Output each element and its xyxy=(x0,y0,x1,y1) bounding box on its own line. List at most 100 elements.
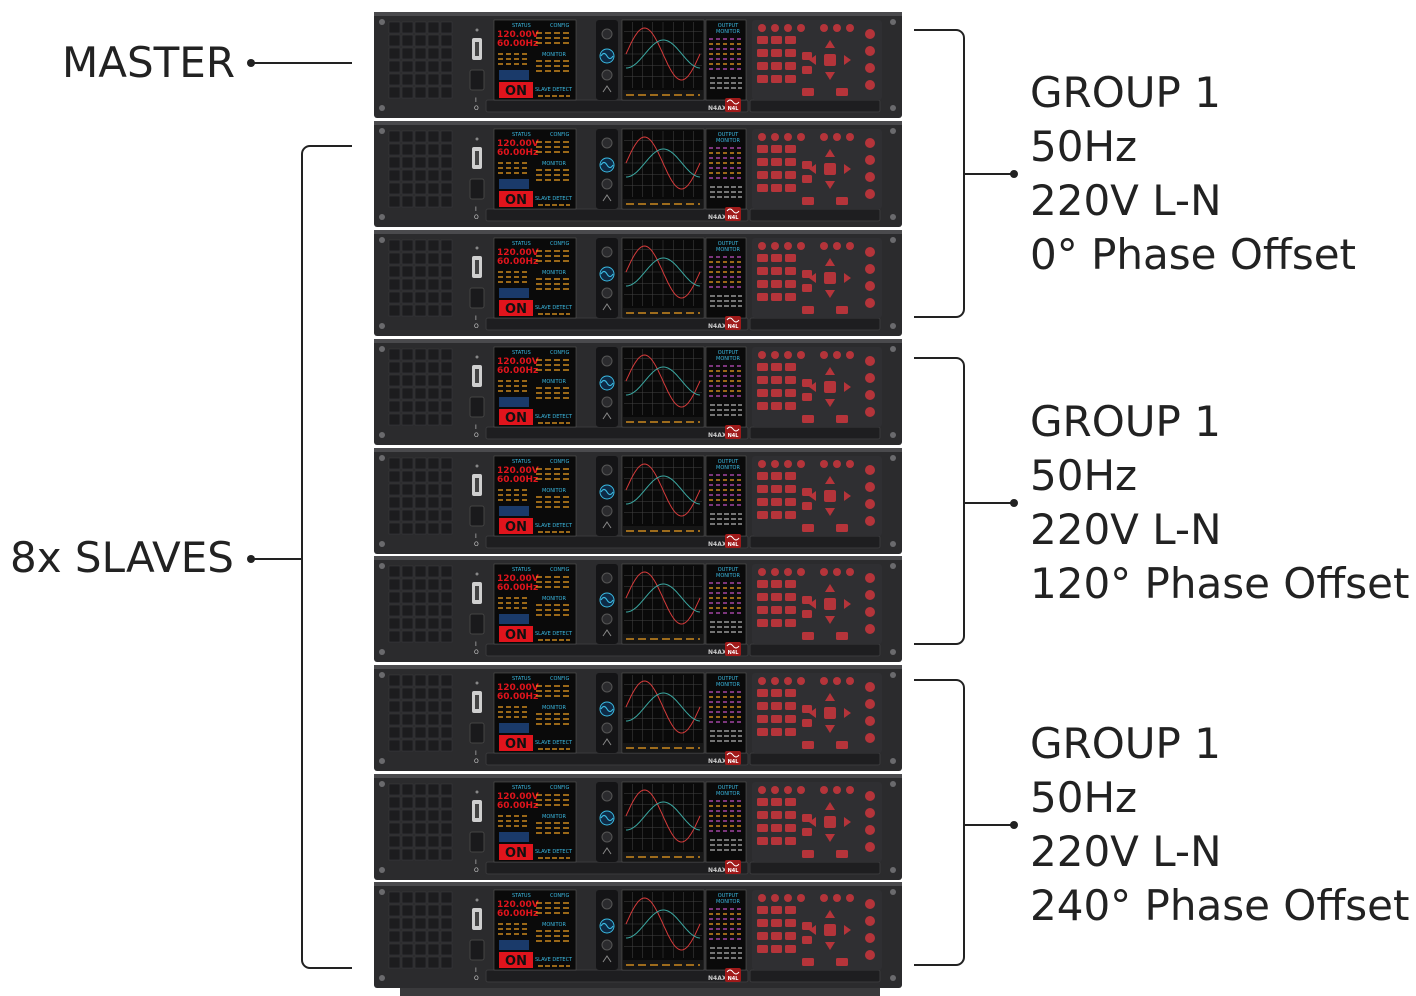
key-button xyxy=(833,894,841,902)
arrow-down-icon xyxy=(825,834,835,842)
usb-slot xyxy=(475,42,479,56)
vent-cell xyxy=(414,496,427,509)
on-indicator xyxy=(499,626,533,642)
screw-icon xyxy=(890,563,896,569)
vent-cell xyxy=(414,73,427,86)
screw-icon xyxy=(379,758,385,764)
voltage-trace xyxy=(625,136,701,190)
vent-cell xyxy=(414,252,427,265)
vent-cell xyxy=(414,348,427,361)
numeric-key xyxy=(771,280,782,288)
press-home-box xyxy=(499,940,529,950)
key-button xyxy=(820,351,828,359)
numeric-key xyxy=(785,580,796,588)
vent-cell xyxy=(427,400,440,413)
usb-slot xyxy=(475,586,479,600)
brand-label: N4AX xyxy=(708,758,727,765)
vent-cell xyxy=(401,796,414,809)
vent-cell xyxy=(440,604,453,617)
vent-cell xyxy=(440,21,453,34)
vent-cell xyxy=(440,291,453,304)
function-key xyxy=(865,189,875,199)
wave-icon xyxy=(602,194,612,202)
group-1-dot xyxy=(1010,170,1018,178)
dc-icon xyxy=(601,178,613,190)
wave-icon xyxy=(602,629,612,637)
n4l-logo-icon xyxy=(725,534,741,548)
on-indicator xyxy=(499,191,533,207)
numeric-key xyxy=(757,702,768,710)
config-title: CONFIG xyxy=(550,567,570,573)
group-1-label: GROUP 1 50Hz 220V L-N 0° Phase Offset xyxy=(1030,66,1356,282)
vent-cell xyxy=(427,182,440,195)
power-switch-off-mark: O xyxy=(474,975,479,982)
led-indicator xyxy=(475,28,479,32)
function-key xyxy=(865,390,875,400)
output-subtitle: MONITOR xyxy=(716,682,740,688)
enter-key xyxy=(824,816,836,828)
vent-cell xyxy=(440,73,453,86)
numeric-key xyxy=(785,702,796,710)
vent-cell xyxy=(427,713,440,726)
logo-text: N4L xyxy=(728,433,740,439)
function-key xyxy=(865,138,875,148)
key-button xyxy=(833,351,841,359)
numeric-key xyxy=(785,472,796,480)
numeric-key xyxy=(785,728,796,736)
vent-cell xyxy=(427,930,440,943)
vent-cell xyxy=(401,182,414,195)
keypad-strip xyxy=(749,208,881,222)
wave-icon xyxy=(602,303,612,311)
aux-button xyxy=(469,831,485,853)
numeric-key xyxy=(771,945,782,953)
vent-cell xyxy=(427,73,440,86)
numeric-key xyxy=(757,811,768,819)
vent-cell xyxy=(401,86,414,99)
vent-cell xyxy=(414,265,427,278)
screw-icon xyxy=(379,128,385,134)
menu-key xyxy=(802,922,812,930)
numeric-key xyxy=(757,932,768,940)
voltage-readout: 120.00V xyxy=(497,574,539,584)
label-strip xyxy=(485,752,749,766)
mode-icon xyxy=(601,464,613,476)
keypad-strip xyxy=(749,969,881,983)
function-key xyxy=(865,465,875,475)
vent-cell xyxy=(440,195,453,208)
vent-cell xyxy=(414,848,427,861)
vent-cell xyxy=(388,796,401,809)
screw-icon xyxy=(890,346,896,352)
on-indicator xyxy=(499,300,533,316)
vent-cell xyxy=(427,917,440,930)
vent-cell xyxy=(388,195,401,208)
numeric-key xyxy=(771,376,782,384)
numeric-key xyxy=(771,511,782,519)
arrow-left-icon xyxy=(809,708,816,718)
group-2-frequency: 50Hz xyxy=(1030,451,1138,500)
vent-cell xyxy=(440,917,453,930)
press-home-box xyxy=(499,288,529,298)
function-key xyxy=(865,682,875,692)
screw-icon xyxy=(890,889,896,895)
voltage-readout: 120.00V xyxy=(497,792,539,802)
arrow-right-icon xyxy=(844,55,851,65)
key-button xyxy=(758,242,766,250)
dc-icon xyxy=(601,505,613,517)
numeric-key xyxy=(785,254,796,262)
arrow-up-icon xyxy=(825,910,835,918)
usb-slot xyxy=(475,260,479,274)
arrow-left-icon xyxy=(809,599,816,609)
vent-cell xyxy=(440,822,453,835)
numeric-key xyxy=(771,254,782,262)
output-subtitle: MONITOR xyxy=(716,247,740,253)
numeric-key xyxy=(771,689,782,697)
numeric-key xyxy=(785,606,796,614)
output-screen xyxy=(705,128,747,210)
arrow-right-icon xyxy=(844,817,851,827)
press-home-box xyxy=(499,70,529,80)
vent-cell xyxy=(427,891,440,904)
numeric-key xyxy=(757,728,768,736)
back-key xyxy=(802,524,814,532)
output-screen xyxy=(705,237,747,319)
